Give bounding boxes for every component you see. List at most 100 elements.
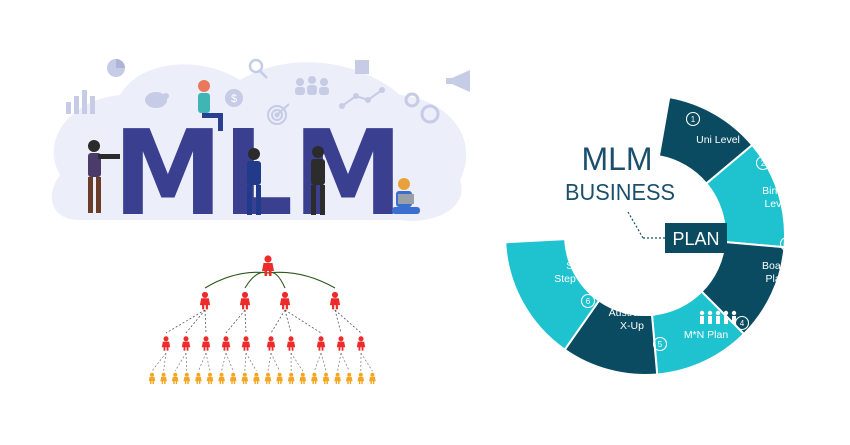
- person-icon: [195, 372, 202, 385]
- person-icon: [171, 372, 179, 385]
- person-icon: [160, 372, 167, 385]
- person-icon: [241, 372, 249, 385]
- plan-segment-label: Binary: [762, 185, 793, 197]
- person-icon: [311, 372, 318, 385]
- title-connector: [627, 211, 644, 239]
- step-number-badge: [580, 293, 596, 309]
- person-icon: [334, 372, 341, 385]
- plan-segment-label: X-Up: [620, 320, 644, 332]
- title-mlm: MLM: [581, 141, 652, 177]
- person-icon: [218, 372, 225, 385]
- person-icon: [299, 372, 307, 385]
- mlm-illustration: $ MLM: [51, 58, 470, 242]
- pyramid-connector: [314, 352, 322, 372]
- pyramid-connector: [320, 352, 327, 372]
- line-graph-icon: [339, 87, 385, 109]
- pyramid-connector: [337, 352, 342, 372]
- plan-segment-label: Australian: [609, 307, 656, 319]
- person-handshake-left: [247, 148, 261, 215]
- title-business: BUSINESS: [565, 179, 675, 205]
- step-number-badge: [779, 236, 795, 252]
- magnifier-icon: [248, 58, 268, 79]
- pyramid-connector: [225, 352, 234, 372]
- pyramid-connector: [334, 309, 342, 334]
- step-number: 2: [761, 159, 766, 168]
- person-icon: [199, 291, 211, 310]
- pyramid-connector: [284, 309, 322, 334]
- person-icon: [148, 372, 156, 385]
- person-icon: [221, 336, 231, 351]
- pyramid-connector: [205, 352, 211, 372]
- pyramid-connector: [151, 352, 167, 372]
- person-telescope: [88, 140, 120, 213]
- person-icon: [266, 336, 276, 351]
- pyramid-connector: [270, 309, 286, 334]
- person-icon: [241, 336, 251, 351]
- pyramid-connector: [225, 309, 246, 334]
- person-icon: [286, 336, 296, 351]
- person-icon: [183, 372, 191, 385]
- person-icon: [345, 372, 353, 385]
- pyramid-connector: [334, 309, 362, 334]
- person-icon: [264, 372, 272, 385]
- bar-chart-icon: [66, 90, 95, 114]
- person-laptop: [392, 178, 420, 214]
- people-icon: [295, 76, 329, 95]
- gears-icon: [404, 92, 440, 124]
- target-icon: [267, 103, 290, 125]
- person-icon: [316, 336, 326, 351]
- pyramid-connector: [185, 352, 188, 372]
- business-plan-title: MLM BUSINESS PLAN: [565, 141, 727, 253]
- pyramid-connector: [198, 352, 207, 372]
- person-icon: [357, 372, 365, 385]
- pyramid-connector: [284, 309, 292, 334]
- pyramid-connector: [163, 352, 167, 372]
- plan-segment-label: Level: [764, 198, 789, 210]
- person-icon: [239, 291, 251, 310]
- step-number: 6: [586, 297, 591, 306]
- pyramid-connector: [165, 309, 206, 334]
- pyramid-connector: [244, 309, 247, 334]
- step-number: 1: [691, 115, 696, 124]
- pyramid-connector: [270, 352, 280, 372]
- step-number-badge: [652, 336, 668, 352]
- person-icon: [369, 372, 376, 385]
- person-icon: [287, 372, 295, 385]
- step-number: 5: [658, 340, 663, 349]
- step-number-badge: [685, 111, 701, 127]
- piggy-bank-icon: [145, 92, 169, 108]
- plan-segment-label: Step Plan: [554, 273, 600, 285]
- pyramid-connector: [340, 352, 350, 372]
- pyramid-connector: [204, 271, 269, 289]
- pyramid-connector: [204, 309, 207, 334]
- person-icon: [181, 336, 191, 351]
- pyramid-connector: [174, 352, 187, 372]
- plan-segment-label: Stair: [566, 260, 588, 272]
- person-icon: [329, 291, 341, 310]
- svg-text:$: $: [231, 93, 237, 105]
- person-icon: [262, 255, 274, 276]
- person-icon: [336, 336, 346, 351]
- people-icon: [699, 310, 737, 324]
- person-icon: [276, 372, 283, 385]
- plan-box: [665, 223, 727, 253]
- plan-segment-label: Uni Level: [696, 134, 740, 146]
- pyramid-connector: [221, 352, 227, 372]
- person-sitting: [198, 80, 223, 131]
- pyramid-connector: [267, 271, 336, 289]
- step-number-badge: [755, 155, 771, 171]
- person-icon: [279, 291, 291, 310]
- dollar-coin-icon: $: [225, 89, 243, 107]
- person-icon: [356, 336, 366, 351]
- mlm-pyramid: [148, 255, 376, 385]
- person-icon: [253, 372, 260, 385]
- megaphone-icon: [446, 70, 470, 92]
- step-number: 3: [785, 240, 790, 249]
- pyramid-connector: [290, 352, 304, 372]
- pyramid-connector: [244, 352, 247, 372]
- person-icon: [206, 372, 214, 385]
